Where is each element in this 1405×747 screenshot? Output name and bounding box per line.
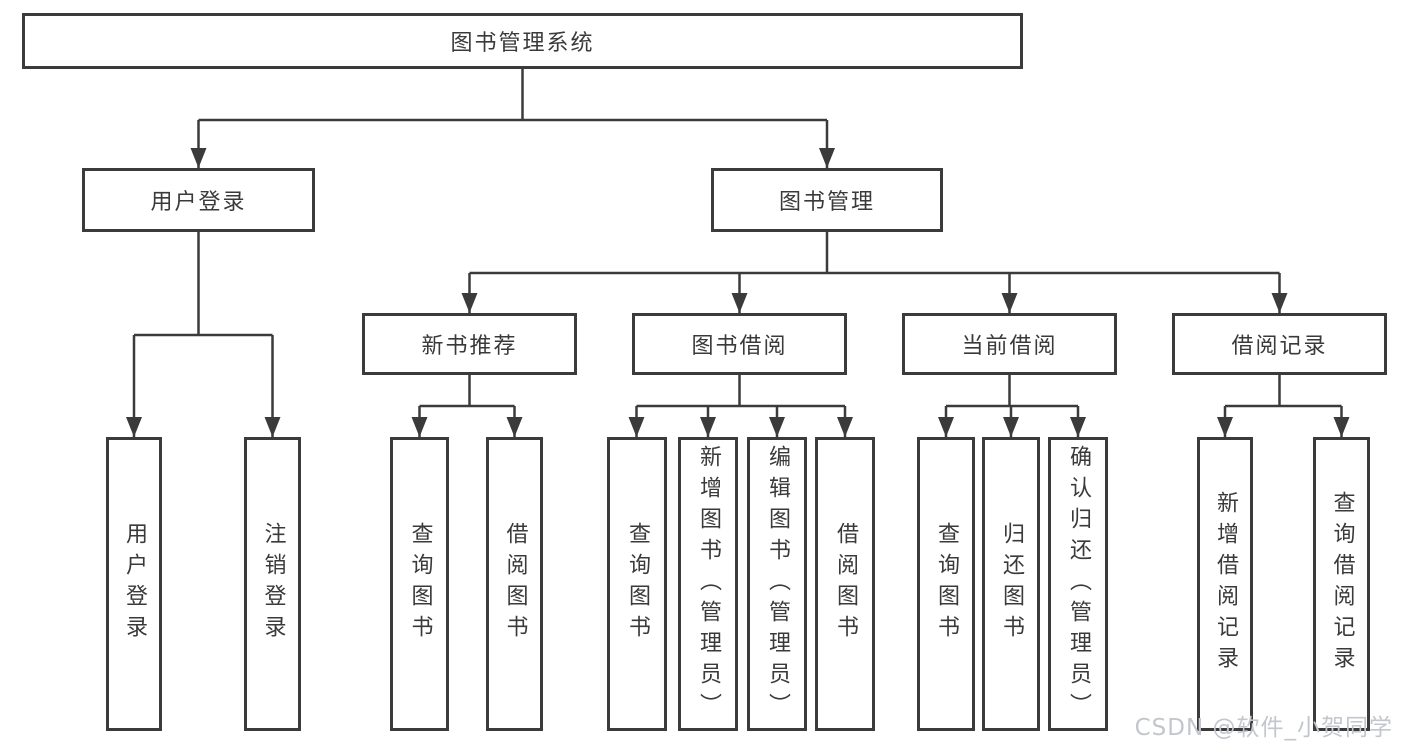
leaf-return-books: 归还图书 (982, 437, 1040, 731)
node-book-borrowing: 图书借阅 (632, 313, 847, 375)
node-user-login: 用户登录 (82, 168, 315, 232)
node-new-book-recommend-label: 新书推荐 (421, 334, 518, 359)
leaf-borrow-books-recommend-label: 借阅图书 (502, 522, 528, 646)
leaf-query-books-recommend-label: 查询图书 (407, 522, 433, 646)
node-book-borrowing-label: 图书借阅 (691, 334, 788, 359)
leaf-query-books-recommend: 查询图书 (390, 437, 449, 731)
leaf-add-borrow-record: 新增借阅记录 (1197, 437, 1253, 731)
leaf-query-borrow-record-label: 查询借阅记录 (1329, 491, 1355, 677)
leaf-query-borrow-record: 查询借阅记录 (1313, 437, 1370, 731)
leaf-edit-books-admin-label: 编辑图书（管理员） (765, 444, 790, 724)
leaf-user-login-label: 用户登录 (122, 522, 147, 646)
leaf-add-books-admin: 新增图书（管理员） (678, 437, 738, 731)
leaf-confirm-return-admin: 确认归还（管理员） (1048, 437, 1108, 731)
leaf-borrow-books-borrowing: 借阅图书 (815, 437, 875, 731)
node-borrowing-records: 借阅记录 (1172, 313, 1387, 375)
leaf-logout-label: 注销登录 (260, 522, 286, 646)
leaf-add-books-admin-label: 新增图书（管理员） (696, 444, 721, 724)
node-book-management: 图书管理 (711, 168, 943, 232)
node-book-management-label: 图书管理 (778, 190, 875, 215)
leaf-add-borrow-record-label: 新增借阅记录 (1213, 491, 1238, 677)
leaf-query-books-borrowing-label: 查询图书 (625, 522, 650, 646)
leaf-borrow-books-recommend: 借阅图书 (486, 437, 543, 731)
leaf-user-login: 用户登录 (106, 437, 162, 731)
node-root-label: 图书管理系统 (450, 31, 595, 56)
leaf-logout: 注销登录 (244, 437, 301, 731)
leaf-borrow-books-borrowing-label: 借阅图书 (833, 522, 858, 646)
leaf-query-books-current-label: 查询图书 (934, 522, 959, 646)
node-root: 图书管理系统 (22, 13, 1023, 69)
leaf-return-books-label: 归还图书 (999, 522, 1024, 646)
leaf-query-books-borrowing: 查询图书 (607, 437, 667, 731)
node-user-login-label: 用户登录 (150, 190, 247, 215)
node-new-book-recommend: 新书推荐 (362, 313, 577, 375)
leaf-confirm-return-admin-label: 确认归还（管理员） (1066, 444, 1091, 724)
csdn-watermark: CSDN @软件_小贺同学 (1134, 715, 1393, 741)
node-borrowing-records-label: 借阅记录 (1231, 334, 1328, 359)
node-current-borrowing-label: 当前借阅 (961, 334, 1058, 359)
node-current-borrowing: 当前借阅 (902, 313, 1117, 375)
leaf-query-books-current: 查询图书 (917, 437, 975, 731)
leaf-edit-books-admin: 编辑图书（管理员） (747, 437, 807, 731)
